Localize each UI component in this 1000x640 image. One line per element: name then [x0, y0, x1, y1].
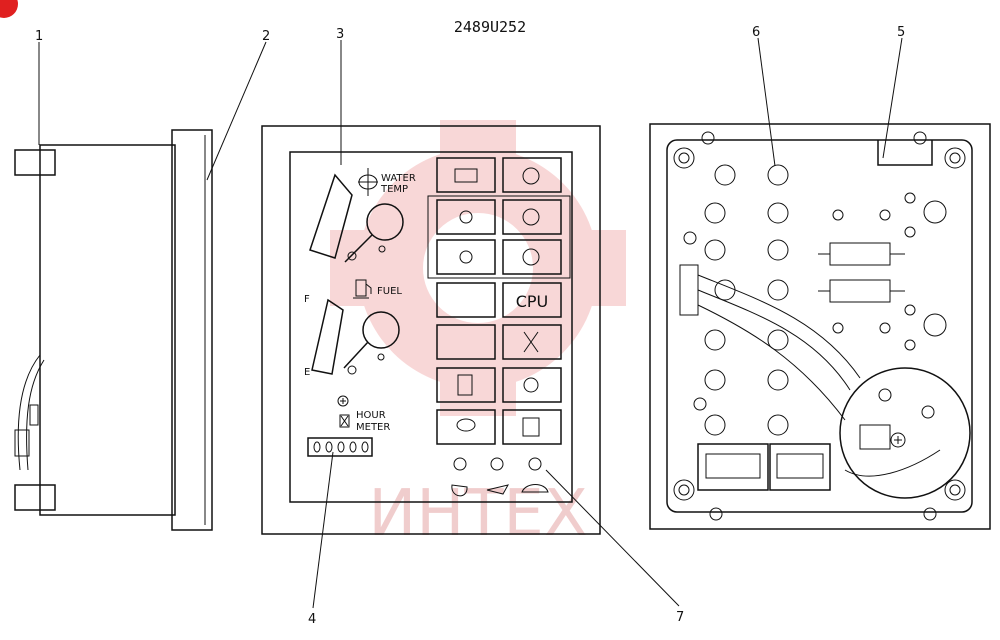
coolant-icon — [459, 250, 473, 264]
bulb-sockets — [704, 164, 947, 436]
callouts: 1 2 3 4 5 6 7 — [35, 25, 905, 627]
fuel-empty-mark: E — [304, 367, 310, 378]
oil-drop-icon — [459, 210, 473, 224]
hour-meter-label-2: METER — [356, 422, 390, 433]
hydraulic-lamp — [502, 239, 562, 275]
water-temp-label-1: WATER — [381, 173, 416, 184]
leader-lines — [38, 37, 903, 609]
air-cleaner-lamp — [502, 199, 562, 235]
indicator-grid: CPU — [427, 157, 571, 445]
callout-1: 1 — [35, 29, 43, 44]
side-view — [14, 129, 213, 531]
fuel-full-mark: F — [304, 294, 310, 305]
resistor-top — [829, 242, 891, 266]
cpu-label: CPU — [516, 292, 549, 311]
water-separator-lamp — [502, 367, 562, 403]
nuts — [832, 192, 916, 351]
fuel-label: FUEL — [377, 286, 402, 297]
rear-view — [649, 123, 991, 530]
callout-3: 3 — [336, 27, 344, 42]
blank-lamp-left-1 — [436, 282, 496, 318]
corner-mark — [0, 0, 18, 18]
coolant-level-icon — [456, 418, 476, 432]
gauge-motor — [839, 367, 971, 499]
engine-coolant-level-lamp — [436, 409, 496, 445]
connector-left — [697, 443, 769, 491]
oil-level-icon — [522, 417, 540, 437]
hour-meter-label-1: HOUR — [356, 410, 386, 421]
rabbit-icon — [486, 484, 509, 495]
hydraulic-icon — [522, 248, 540, 266]
seat-belt-lamp — [502, 324, 562, 360]
fuel-pump-icon — [353, 279, 372, 299]
oil-pressure-lamp — [436, 199, 496, 235]
preheat-lamp — [502, 157, 562, 193]
callout-7: 7 — [676, 610, 684, 625]
watermark-text: ИНТЕХ — [368, 477, 587, 551]
cpu-lamp — [502, 282, 562, 318]
watermark: ИНТЕХ — [330, 120, 626, 551]
thermometer-icon — [358, 168, 378, 196]
connector-right — [769, 443, 831, 491]
blank-lamp-left-2 — [436, 324, 496, 360]
turtle-icon — [521, 484, 549, 493]
watermark-gear-icon — [330, 120, 626, 416]
callout-4: 4 — [308, 612, 316, 627]
seat-belt-icon — [523, 331, 539, 353]
front-panel: WATER TEMP FUEL F E — [261, 125, 601, 535]
resistor-bottom — [829, 279, 891, 303]
coolant-temp-lamp — [436, 239, 496, 275]
callout-2: 2 — [262, 29, 270, 44]
drawing-number: 2489U252 — [454, 18, 526, 36]
water-temp-label-2: TEMP — [380, 184, 408, 195]
fuel-level-lamp — [436, 367, 496, 403]
water-temp-gauge: WATER TEMP — [309, 168, 416, 263]
battery-icon — [454, 168, 478, 183]
battery-charge-lamp — [436, 157, 496, 193]
fuel-level-icon — [457, 374, 473, 396]
oil-level-lamp — [502, 409, 562, 445]
engine-start-icon — [451, 484, 468, 497]
preheat-icon — [522, 167, 540, 185]
callout-6: 6 — [752, 25, 760, 40]
hour-meter: HOUR METER — [307, 395, 390, 457]
water-separator-icon — [523, 377, 539, 393]
callout-5: 5 — [897, 25, 905, 40]
speed-mode-lamps — [451, 457, 549, 497]
fuel-gauge: FUEL F E — [304, 279, 402, 378]
hourglass-icon — [339, 414, 350, 428]
air-filter-icon — [522, 208, 540, 226]
